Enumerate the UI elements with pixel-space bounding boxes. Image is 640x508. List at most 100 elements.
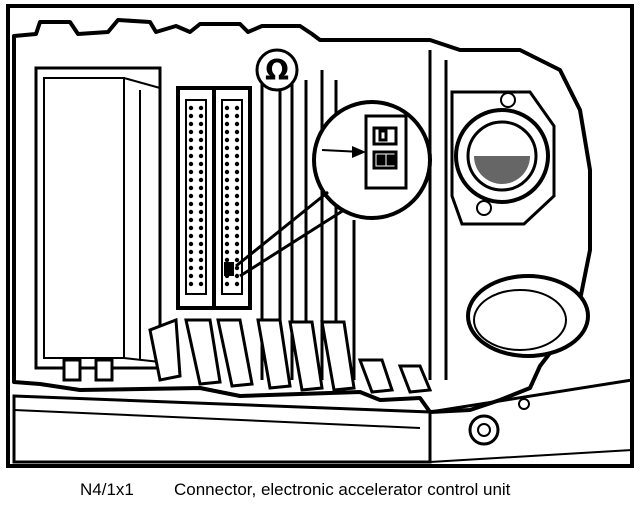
connector-block-2 [212, 86, 252, 310]
connector-pin [188, 129, 194, 135]
connector-pin [188, 177, 194, 183]
connector-pin [224, 177, 230, 183]
connector-pin [188, 193, 194, 199]
connector-pin [224, 185, 230, 191]
highlighted-pin [224, 262, 234, 276]
figure-frame [6, 4, 634, 468]
connector-pin [224, 257, 230, 263]
connector-pin [188, 241, 194, 247]
connector-pin [198, 153, 204, 159]
connector-pin [198, 169, 204, 175]
connector-pin [224, 249, 230, 255]
connector-pin [224, 233, 230, 239]
connector-pin [224, 129, 230, 135]
connector-pin [224, 225, 230, 231]
connector-pin [188, 209, 194, 215]
connector-pin [198, 281, 204, 287]
connector-pin [188, 265, 194, 271]
connector-pin [188, 273, 194, 279]
connector-pin [198, 185, 204, 191]
connector-pin [224, 137, 230, 143]
connector-pin [188, 185, 194, 191]
connector-pin [224, 241, 230, 247]
omega-symbol: Ω [265, 54, 289, 87]
connector-pin [234, 217, 240, 223]
bottom-teeth [62, 317, 433, 394]
connector-pin [198, 249, 204, 255]
caption-code: N4/1x1 [80, 480, 134, 499]
connector-pin [188, 217, 194, 223]
connector-pin [198, 129, 204, 135]
connector-block-1 [176, 86, 216, 310]
connector-pin [188, 145, 194, 151]
connector-pin [234, 273, 240, 279]
connector-pin [198, 209, 204, 215]
caption-description: Connector, electronic accelerator contro… [174, 480, 511, 499]
connector-pin [198, 121, 204, 127]
connector-pin [224, 217, 230, 223]
connector-pin [224, 145, 230, 151]
connector-pin [234, 121, 240, 127]
magnified-connector [364, 114, 408, 190]
connector-pin [234, 161, 240, 167]
connector-pin [224, 209, 230, 215]
connector-pin [234, 201, 240, 207]
connector-pin [224, 153, 230, 159]
connector-pin [234, 129, 240, 135]
connector-pin [234, 249, 240, 255]
connector-pin [234, 145, 240, 151]
connector-pin [198, 265, 204, 271]
connector-pin [224, 169, 230, 175]
connector-pin [188, 121, 194, 127]
connector-pin [198, 105, 204, 111]
connector-pin [188, 281, 194, 287]
connector-pin [234, 177, 240, 183]
connector-pin [234, 225, 240, 231]
connector-pin [188, 137, 194, 143]
connector-pin [224, 121, 230, 127]
connector-pin [198, 177, 204, 183]
connector-pin [198, 193, 204, 199]
connector-pin [234, 153, 240, 159]
connector-pin [188, 257, 194, 263]
connector-pin [188, 161, 194, 167]
connector-pin [234, 105, 240, 111]
connector-pin [188, 153, 194, 159]
callout-leader-1 [235, 190, 329, 268]
connector-pin [188, 233, 194, 239]
connector-pin [234, 241, 240, 247]
connector-pin [234, 169, 240, 175]
connector-pin [198, 273, 204, 279]
connector-pin [198, 145, 204, 151]
omega-badge [255, 48, 299, 92]
ecu-connector-illustration: Ω [6, 4, 634, 468]
connector-pin [188, 105, 194, 111]
connector-pin [188, 249, 194, 255]
duct-opening [466, 274, 590, 358]
connector-pin [234, 185, 240, 191]
connector-pin [198, 225, 204, 231]
round-socket [450, 90, 556, 226]
connector-pin [224, 105, 230, 111]
connector-pin [234, 137, 240, 143]
connector-pin [234, 281, 240, 287]
connector-pin [198, 217, 204, 223]
connector-pin [224, 281, 230, 287]
connector-pin [224, 193, 230, 199]
connector-pin [198, 113, 204, 119]
connector-pin [188, 169, 194, 175]
connector-pin [198, 137, 204, 143]
connector-pin [188, 201, 194, 207]
connector-pin [188, 225, 194, 231]
connector-pin [198, 233, 204, 239]
connector-pin [224, 161, 230, 167]
connector-pin [234, 209, 240, 215]
connector-pin [234, 265, 240, 271]
connector-pin [188, 113, 194, 119]
connector-pin [198, 241, 204, 247]
figure-caption: N4/1x1 Connector, electronic accelerator… [0, 474, 640, 504]
connector-pin [198, 161, 204, 167]
callout-leader-2 [239, 208, 345, 278]
connector-pin [198, 201, 204, 207]
connector-pin [234, 113, 240, 119]
